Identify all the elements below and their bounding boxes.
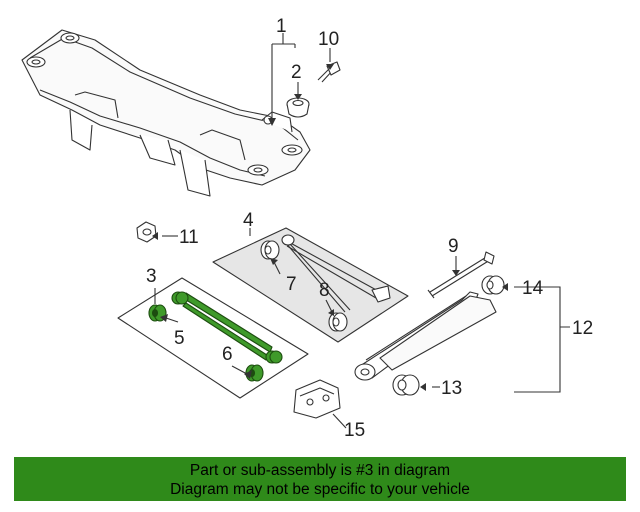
subframe-crossmember [21, 29, 311, 197]
callout-7: 7 [286, 274, 297, 295]
part-4-panel [212, 227, 409, 343]
part-3-panel [117, 277, 309, 399]
callout-6: 6 [222, 344, 233, 365]
callout-2: 2 [291, 62, 302, 83]
callout-labels: 1 2 3 4 5 6 7 8 9 10 11 12 13 14 15 [146, 16, 593, 441]
diagram-notice-banner: Part or sub-assembly is #3 in diagram Di… [14, 457, 626, 501]
callout-9: 9 [448, 236, 459, 257]
banner-line-disclaimer: Diagram may not be specific to your vehi… [170, 481, 470, 498]
callout-5: 5 [174, 328, 185, 349]
part-15-bracket [293, 379, 341, 419]
part-12-trailing-arm [354, 291, 497, 381]
callout-12: 12 [572, 318, 593, 339]
callout-13: 13 [441, 378, 462, 399]
part-9-bolt [427, 251, 495, 299]
banner-line-part: Part or sub-assembly is #3 in diagram [189, 462, 451, 479]
callout-11: 11 [179, 227, 199, 248]
callout-10: 10 [318, 29, 339, 50]
callout-8: 8 [319, 280, 330, 301]
part-3-lateral-link [171, 291, 283, 364]
parts-diagram: 1 2 3 4 5 6 7 8 9 10 11 12 13 14 15 [21, 16, 593, 441]
arrowheads [152, 64, 508, 391]
part-2-bushing [286, 97, 310, 118]
part-13-bushing [392, 374, 420, 396]
callout-14: 14 [522, 278, 544, 299]
part-14-bushing [481, 275, 505, 295]
part-11-nut [136, 221, 157, 243]
callout-1: 1 [276, 16, 287, 37]
callout-15: 15 [344, 420, 365, 441]
part-5-bushing [148, 304, 167, 322]
callout-4: 4 [243, 210, 254, 231]
leader-lines [154, 33, 570, 429]
callout-3: 3 [146, 266, 157, 287]
